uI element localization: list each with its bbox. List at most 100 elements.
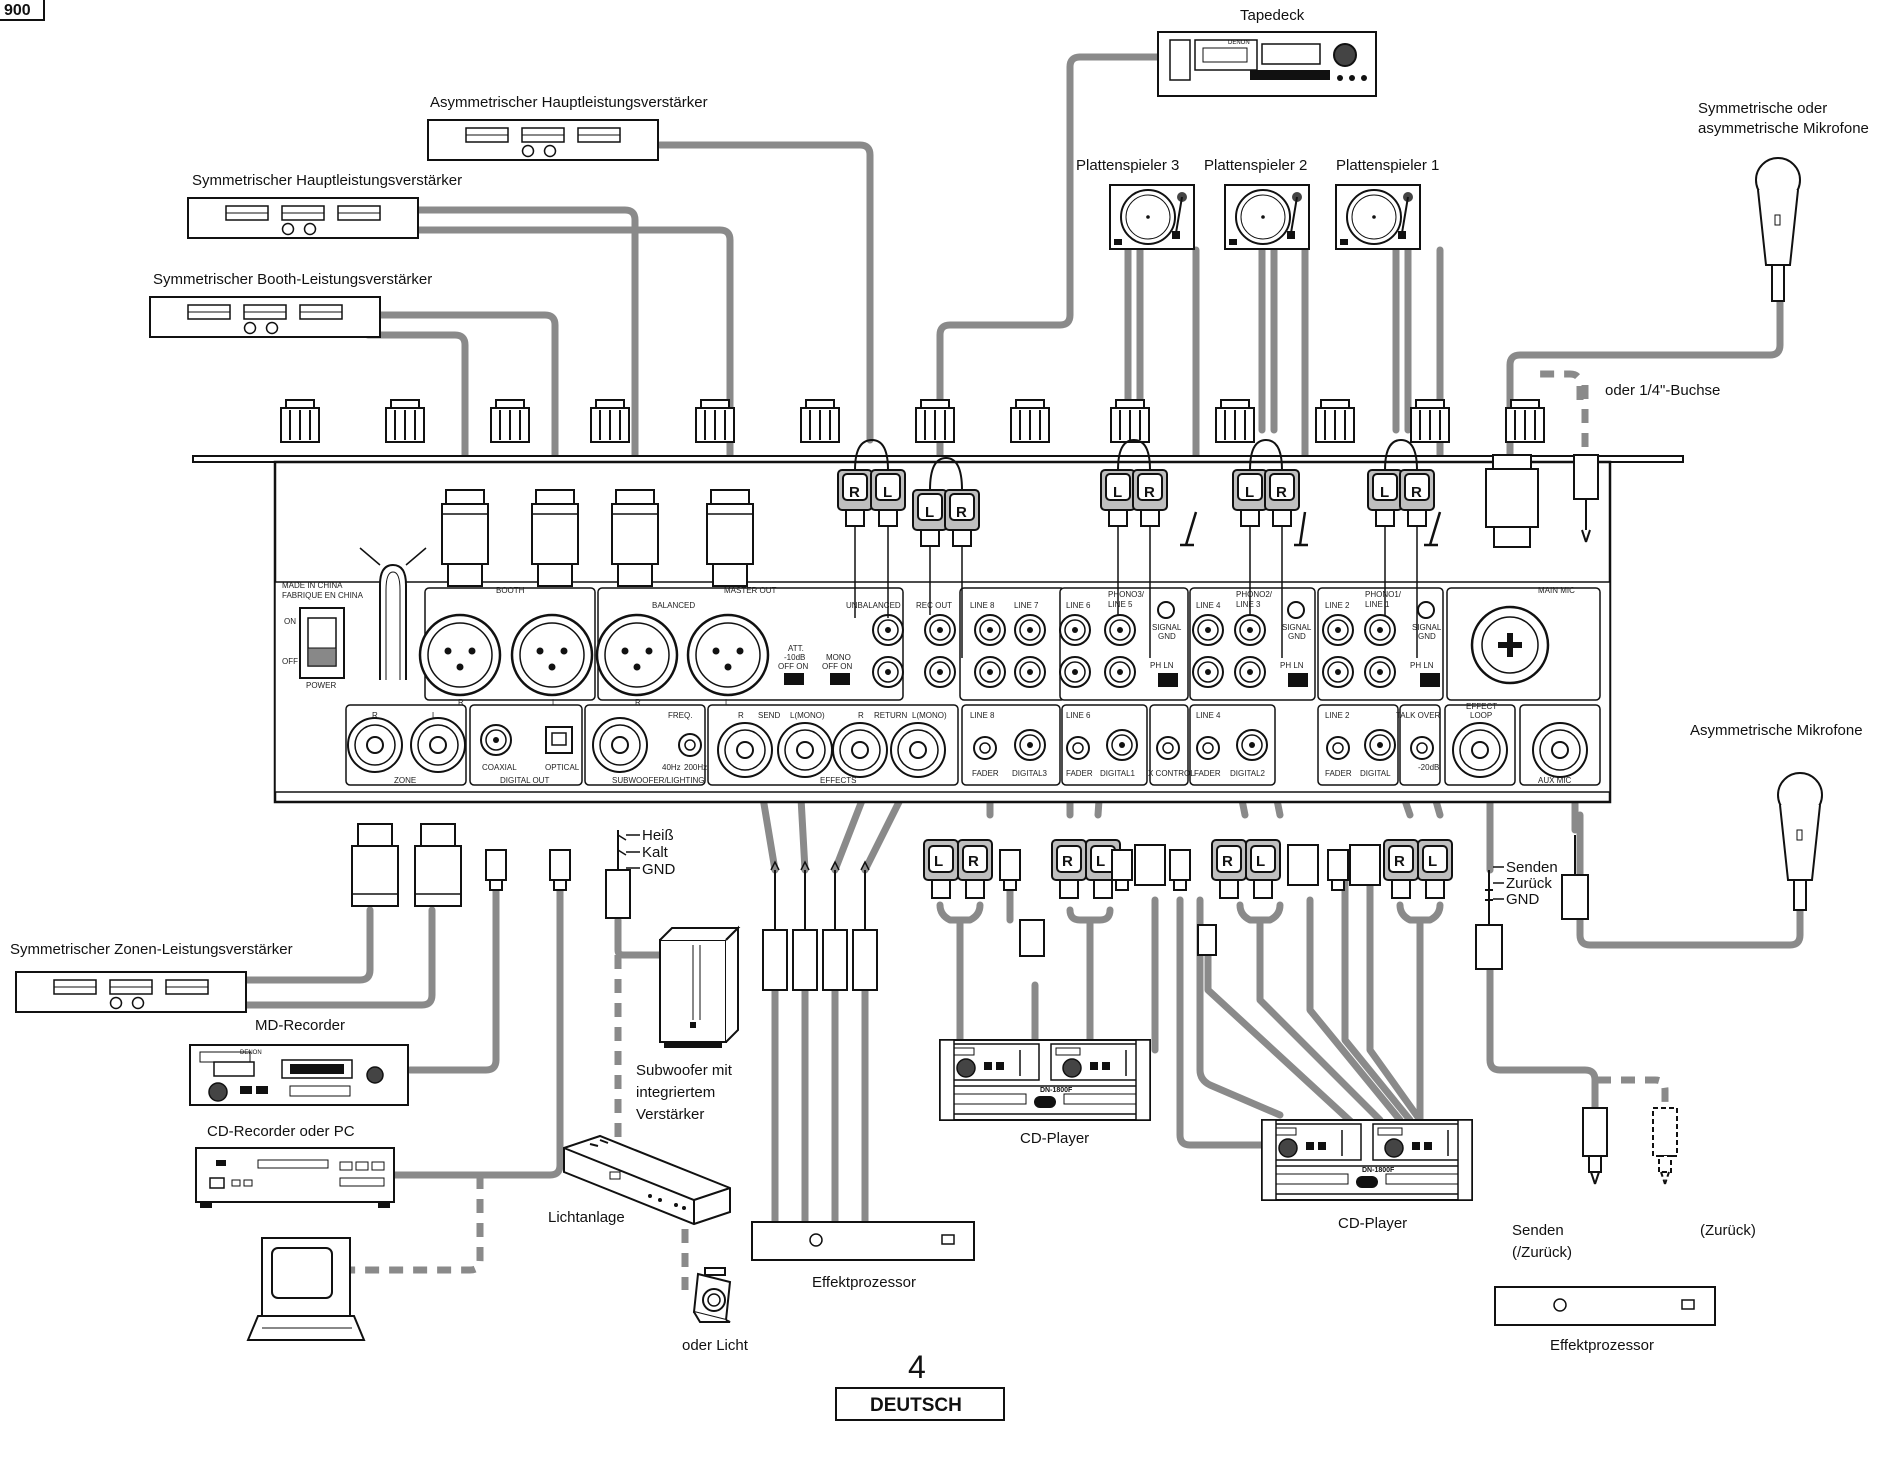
subwoofer — [659, 925, 741, 1048]
turntable-1 — [1335, 184, 1421, 250]
effects-2-label: Effektprozessor — [1550, 1337, 1654, 1354]
send-label: Senden — [1506, 859, 1558, 876]
line8-lower-label: LINE 8 — [970, 711, 995, 720]
send-lmono-label: L(MONO) — [790, 711, 825, 720]
main-mic-jack — [1470, 605, 1550, 685]
md-brand: DENON — [240, 1050, 262, 1056]
plug-label: L — [925, 504, 934, 521]
lower-plugs — [351, 823, 878, 991]
md-recorder-label: MD-Recorder — [255, 1017, 345, 1034]
phono2-label-2: LINE 3 — [1236, 600, 1261, 609]
att-label: ATT. — [788, 644, 804, 653]
cable-asym-amp-unbalanced — [656, 141, 874, 444]
lower-jacks — [347, 717, 1588, 778]
line8-label: LINE 8 — [970, 601, 995, 610]
cable-sub-gray — [614, 916, 664, 959]
master-l-jack — [686, 613, 770, 697]
cable-coaxial-md — [406, 886, 500, 1074]
main-mic-label: MAIN MIC — [1538, 586, 1575, 595]
phono1-label-2: LINE 1 — [1365, 600, 1390, 609]
plug-label: R — [849, 484, 860, 501]
power-cord — [359, 547, 427, 680]
plug-label: L — [1256, 853, 1265, 870]
phono3-label: PHONO3/ — [1108, 590, 1145, 599]
cd-recorder — [195, 1147, 395, 1208]
mic-sym-label-2: asymmetrische Mikrofone — [1698, 120, 1869, 137]
att-db-label: -10dB — [784, 653, 805, 662]
cd-player-2: DN-1800F — [1261, 1119, 1473, 1201]
aux-mic-label: AUX MIC — [1538, 776, 1572, 785]
mic-asym-label: Asymmetrische Mikrofone — [1690, 722, 1863, 739]
digital1-label: DIGITAL1 — [1100, 769, 1136, 778]
cable-cd2-e — [1366, 876, 1424, 1124]
effects-processor-2 — [1494, 1286, 1716, 1326]
optical-label: OPTICAL — [545, 763, 580, 772]
power-label: POWER — [306, 681, 336, 690]
small-switches — [784, 673, 1440, 687]
amp-asym-main-label: Asymmetrischer Hauptleistungsverstärker — [430, 94, 708, 111]
ph-ln-1: PH LN — [1410, 661, 1434, 670]
cable-cd2-c — [1306, 896, 1404, 1124]
md-recorder: DENON — [189, 1044, 409, 1106]
dashed-cables — [350, 370, 1669, 1290]
cable-cd2-d — [1341, 866, 1414, 1124]
digital-label: DIGITAL — [1360, 769, 1391, 778]
cable-zone-l — [234, 906, 436, 1009]
signal-gnd-3b: GND — [1158, 632, 1176, 641]
gnd2-label: GND — [1506, 891, 1540, 908]
made-in-label-2: FABRIQUE EN CHINA — [282, 591, 364, 600]
turntable-2-label: Plattenspieler 2 — [1204, 157, 1307, 174]
cable-optical-cd — [386, 886, 564, 1179]
cd-player-2-label: CD-Player — [1338, 1215, 1407, 1232]
unbalanced-label: UNBALANCED — [846, 601, 901, 610]
language-label: DEUTSCH — [870, 1395, 962, 1416]
plug-label: L — [1380, 484, 1389, 501]
coaxial-label: COAXIAL — [482, 763, 517, 772]
master-r-jack — [595, 613, 679, 697]
plug-label: R — [1144, 484, 1155, 501]
signal-gnd-3: SIGNAL — [1152, 623, 1182, 632]
phono2-label: PHONO2/ — [1236, 590, 1273, 599]
dashed-return — [1597, 1076, 1669, 1110]
plug-label: R — [1276, 484, 1287, 501]
subwoofer-label-3: Verstärker — [636, 1106, 704, 1123]
quarter-jack-label: oder 1/4"-Buchse — [1605, 382, 1720, 399]
lighting-label: Lichtanlage — [548, 1209, 625, 1226]
cable-sym-amp-master-l — [406, 206, 639, 499]
plug-cd1-r2: R — [1051, 839, 1087, 899]
made-in-label: MADE IN CHINA — [282, 581, 343, 590]
gnd-label: GND — [642, 861, 676, 878]
power-off-label: OFF — [282, 657, 298, 666]
return-label: RETURN — [874, 711, 908, 720]
plug-label: R — [1222, 853, 1233, 870]
top-rca-plugs: R L L R L R L R L R — [837, 438, 1442, 658]
master-r: R — [635, 698, 641, 707]
master-out-label: MASTER OUT — [724, 586, 777, 595]
effect-loop-label-2: LOOP — [1470, 711, 1492, 720]
cable-cd2-xctrl — [1176, 896, 1269, 1149]
zone-l: L — [432, 711, 437, 720]
booth-r-jack — [418, 613, 502, 697]
plug-label: R — [1062, 853, 1073, 870]
effects-panel-label: EFFECTS — [820, 776, 856, 785]
cd1-model: DN-1800F — [1040, 1087, 1073, 1094]
tapedeck: DENON — [1157, 31, 1377, 97]
light-icon — [692, 1267, 732, 1323]
signal-gnd-1: SIGNAL — [1412, 623, 1442, 632]
talk-db-label: -20dB — [1418, 763, 1439, 772]
signal-gnd-2: SIGNAL — [1282, 623, 1312, 632]
turntable-3-label: Plattenspieler 3 — [1076, 157, 1179, 174]
booth-label: BOOTH — [496, 586, 525, 595]
microphone-bottom-icon — [1777, 772, 1823, 911]
amp-zone — [15, 971, 247, 1013]
cable-effect-loop — [1486, 941, 1599, 1114]
dashed-pc — [350, 1175, 484, 1274]
gnd-screws — [1157, 601, 1435, 619]
booth-l-jack — [510, 613, 594, 697]
amp-booth-label: Symmetrischer Booth-Leistungsverstärker — [153, 271, 432, 288]
mic-sym-label-1: Symmetrische oder — [1698, 100, 1827, 117]
cable-aux-mic — [1576, 811, 1804, 949]
cable-cd2-a — [1196, 896, 1284, 1119]
turntable-1-label: Plattenspieler 1 — [1336, 157, 1439, 174]
